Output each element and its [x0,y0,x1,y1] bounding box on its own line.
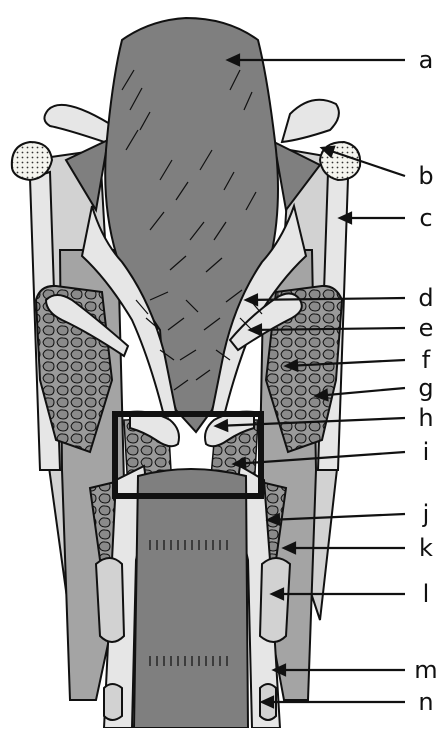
lower-lobe-left [96,558,124,642]
label-n: n [414,690,438,714]
label-b: b [414,164,438,188]
label-m: m [414,658,438,682]
label-g: g [414,376,438,400]
bottom-nodule-left [104,684,122,720]
label-h: h [414,406,438,430]
label-d: d [414,286,438,310]
label-e: e [414,316,438,340]
epiglottis [105,18,278,432]
label-f: f [414,348,438,372]
label-j: j [414,502,438,526]
label-c: c [414,206,438,230]
label-a: a [414,48,438,72]
label-k: k [414,536,438,560]
label-i: i [414,440,438,464]
label-l: l [414,582,438,606]
hyoid-horn-right [282,100,339,142]
lower-lobe-right [260,558,290,642]
trachea-lumen [134,469,248,728]
